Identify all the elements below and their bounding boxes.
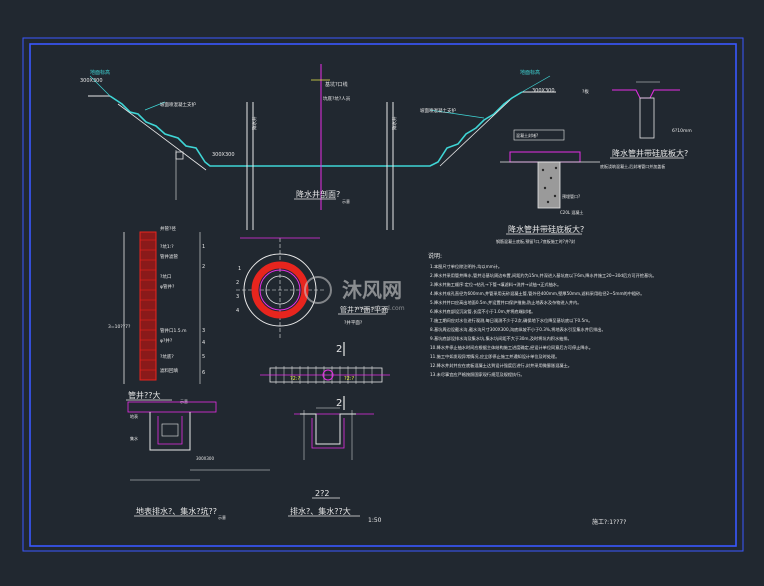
strip-marker-top: 2 xyxy=(336,344,342,355)
pipe-well-detail: 井管?径 ?坑1:? 管井滤管 ?坑口 φ管井? 管井口1.5.m φ?井? ?… xyxy=(108,225,205,404)
watermark-text: 沐风网 xyxy=(342,278,402,302)
pw-num-4: 4 xyxy=(202,340,205,346)
left-support-label: 坡面喷混凝土支护 xyxy=(160,101,196,108)
wellhead-note-1: 混凝土封堵? xyxy=(516,132,538,138)
drain-scale: 1:50 xyxy=(368,517,382,524)
right-well xyxy=(386,102,394,230)
note-line: 11.施工中如发现异常情况,应立即停止施工并通知设计单位及时处理。 xyxy=(430,353,559,360)
wellhead-detail: 混凝土封堵? 预埋管口? 降水管井带硅底板大? 钢筋混凝土底板,预留?口,?底板… xyxy=(496,129,600,244)
cap-label-1: ?板 xyxy=(582,88,589,95)
right-ditch-label: 300X300 xyxy=(532,88,555,94)
plan-title: 管井?'?面?平面 xyxy=(340,305,388,314)
drawing-frame xyxy=(22,37,744,552)
right-well-label: 降水井 xyxy=(391,116,398,130)
drain-section-label: 2?2 xyxy=(315,489,329,498)
note-line: 3.降水井施工顺序:定位→钻孔→下管→填滤料→洗井→试抽→正式抽水。 xyxy=(430,281,561,288)
pw-label-4: φ管井? xyxy=(160,283,175,290)
note-line: 9.基坑底部设排水沟及集水坑,集水坑间距不大于30m,及时将坑内积水抽排。 xyxy=(430,335,572,342)
pw-label-3: ?坑口 xyxy=(160,273,171,280)
left-ground-label: 地面标高 xyxy=(90,69,110,76)
strip-label-right: ?2:? xyxy=(344,376,355,382)
watermark: 沐风网 www.mfcad.com xyxy=(304,276,405,312)
note-line: 2.降水井采用管井降水,管井沿基坑周边布置,间距约为15m,井深进入基坑底以下6… xyxy=(430,272,657,279)
watermark-url: www.mfcad.com xyxy=(355,305,405,312)
right-support-label: 坡面喷混凝土支护 xyxy=(420,107,456,114)
pw-label-6: φ?井? xyxy=(160,337,173,344)
pw-num-3: 3 xyxy=(202,328,205,334)
plan-num-1: 1 xyxy=(238,266,241,272)
notes-footer: 施工?:1??7? xyxy=(592,518,626,526)
plan-subtitle: ?井平面? xyxy=(344,319,363,326)
pw-label-2: 管井滤管 xyxy=(160,253,178,260)
note-line: 12.降水井封井应在底板混凝土达到设计强度后进行,封井采用微膨胀混凝土。 xyxy=(430,362,572,369)
pw-num-6: 6 xyxy=(202,370,205,376)
pw-label-9: 3=10??7? xyxy=(108,324,131,330)
section-scale: 示意 xyxy=(342,198,350,204)
note-line: 5.降水井井口应高出地面0.5m,并设置井口保护措施,防止地表水及杂物进入井内。 xyxy=(430,299,581,306)
plan-num-4: 4 xyxy=(236,308,239,314)
pw-label-5: 管井口1.5.m xyxy=(160,327,186,334)
cap-detail: ?板 6?10mm 降水管井带硅底板大? 底板浇筑混凝土,后封堵管口并加盖板 xyxy=(582,81,692,169)
pw-label-0: 井管?径 xyxy=(160,225,176,232)
left-well xyxy=(246,102,254,230)
cap-title: 降水管井带硅底板大? xyxy=(612,148,688,158)
svg-text:地表: 地表 xyxy=(130,413,138,419)
note-line: 10.降水井停止抽水时间应根据主体结构施工进度确定,经设计单位同意后方可停止降水… xyxy=(430,344,593,351)
svg-text:C20L 混凝土: C20L 混凝土 xyxy=(560,209,583,215)
svg-text:300X300: 300X300 xyxy=(196,456,214,461)
center-label-1: 基坑?口线 xyxy=(325,81,348,88)
strip-label-left: ?2:? xyxy=(290,376,301,382)
design-notes: 说明: 1.本图尺寸单位除注明外,均以mm计。 2.降水井采用管井降水,管井沿基坑… xyxy=(428,252,657,526)
drain-title: 排水?、集水??大 xyxy=(290,506,351,516)
note-line: 6.降水井底部设沉淀管,长度不小于1.0m,并将底端封堵。 xyxy=(430,308,535,315)
wellhead-footnote: 钢筋混凝土底板,预留?口,?底板施工时?井?封 xyxy=(496,238,575,244)
left-bottom-label: 300X300 xyxy=(212,152,235,158)
right-ground-label: 地面标高 xyxy=(520,69,540,76)
pw-scale: 示意 xyxy=(180,398,188,404)
collect-well-detail: 地表 集水 300X300 地表排水?、集水?坑?? 示意 xyxy=(127,401,270,520)
strip-marker-bottom: 2 xyxy=(336,398,342,409)
pw-label-1: ?坑1:? xyxy=(160,243,174,250)
cap-note: 底板浇筑混凝土,后封堵管口并加盖板 xyxy=(600,163,665,169)
note-line: 8.基坑周边设截水沟,截水沟尺寸300X300,沟底纵坡不小于0.3%,将地表水… xyxy=(430,326,606,333)
notes-lines: 1.本图尺寸单位除注明外,均以mm计。 2.降水井采用管井降水,管井沿基坑周边布置… xyxy=(430,263,657,378)
note-line: 13.未尽事宜应严格按照国家现行规范及规程执行。 xyxy=(430,371,525,378)
excavation-section: 地面标高 300X300 坡面喷混凝土支护 300X300 地面标高 300X3… xyxy=(80,64,556,230)
pw-title: 管井??大 xyxy=(128,390,161,400)
layout-strip: ?2:? ?2:? 2 2 xyxy=(260,342,390,410)
note-line: 7.施工期间应对水位进行观测,每日观测不少于2次,确保地下水位降至基坑底以下0.… xyxy=(430,317,592,324)
cap-label-2: 6?10mm xyxy=(672,128,692,134)
note-line: 1.本图尺寸单位除注明外,均以mm计。 xyxy=(430,263,502,270)
wellhead-title: 降水管井带硅底板大? xyxy=(508,224,584,234)
center-label-2: 坑底?坑?人员 xyxy=(323,95,351,102)
pw-num-2: 2 xyxy=(202,264,205,270)
plan-num-3: 3 xyxy=(236,294,239,300)
notes-heading: 说明: xyxy=(428,252,442,260)
wellhead-note-2: 预埋管口? xyxy=(562,193,580,199)
svg-text:集水: 集水 xyxy=(130,435,138,441)
collect-title: 地表排水?、集水?坑?? xyxy=(136,506,217,516)
left-ditch-label: 300X300 xyxy=(80,78,103,84)
plan-num-2: 2 xyxy=(236,280,239,286)
drain-detail: 2?2 排水?、集水??大 1:50 xyxy=(288,407,382,524)
left-well-label: 降水井 xyxy=(251,116,258,130)
pw-num-1: 1 xyxy=(202,244,205,250)
pw-label-7: ?坑底? xyxy=(160,353,174,360)
section-title: 降水井剖面? xyxy=(296,189,340,199)
pw-label-8: 滤料回填 xyxy=(160,367,178,374)
collect-scale: 示意 xyxy=(218,514,226,520)
pw-num-5: 5 xyxy=(202,354,205,360)
note-line: 4.降水井成孔直径为600mm,井管采用无砂混凝土管,管外径400mm,壁厚50… xyxy=(430,290,644,297)
